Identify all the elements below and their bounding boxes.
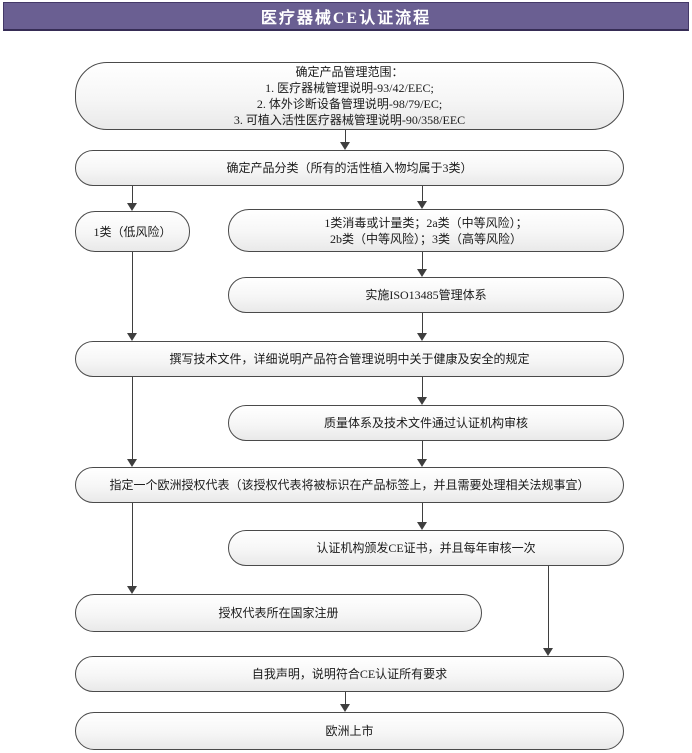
node-rep-label: 指定一个欧洲授权代表（该授权代表将被标识在产品标签上，并且需要处理相关法规事宜） [109, 478, 590, 492]
arrowhead-techfile-rep [127, 459, 137, 467]
node-rep: 指定一个欧洲授权代表（该授权代表将被标识在产品标签上，并且需要处理相关法规事宜） [75, 467, 624, 503]
arrowhead-rep-cert [417, 522, 427, 530]
node-declare-label: 自我声明，说明符合CE认证所有要求 [251, 667, 448, 681]
title-bar: 医疗器械CE认证流程 [3, 2, 689, 31]
connector-rep-register [132, 503, 133, 587]
arrowhead-classother-iso [417, 269, 427, 277]
arrowhead-classify-class1 [127, 203, 137, 211]
node-cert: 认证机构颁发CE证书，并且每年审核一次 [228, 530, 624, 566]
node-iso: 实施ISO13485管理体系 [228, 277, 624, 313]
connector-classify-classother [422, 186, 423, 202]
node-classify-label: 确定产品分类（所有的活性植入物均属于3类） [226, 161, 473, 175]
node-techfile-label: 撰写技术文件，详细说明产品符合管理说明中关于健康及安全的规定 [169, 352, 530, 366]
node-launch: 欧洲上市 [75, 712, 624, 750]
arrowhead-class1-techfile [127, 333, 137, 341]
connector-classother-iso [422, 252, 423, 270]
connector-audit-rep [422, 441, 423, 460]
node-audit: 质量体系及技术文件通过认证机构审核 [228, 405, 624, 441]
arrowhead-audit-rep [417, 459, 427, 467]
arrowhead-scope-classify [340, 142, 350, 150]
node-class1: 1类（低风险） [75, 211, 190, 252]
node-scope: 确定产品管理范围： 1. 医疗器械管理说明-93/42/EEC; 2. 体外诊断… [75, 62, 624, 130]
connector-techfile-audit [422, 377, 423, 398]
node-cert-label: 认证机构颁发CE证书，并且每年审核一次 [316, 541, 536, 555]
node-declare: 自我声明，说明符合CE认证所有要求 [75, 656, 624, 692]
node-class-other-line-1: 1类消毒或计量类；2a类（中等风险）； [324, 215, 528, 230]
connector-classify-class1 [132, 186, 133, 204]
arrowhead-cert-declare [543, 648, 553, 656]
arrowhead-declare-launch [340, 704, 350, 712]
arrowhead-techfile-audit [417, 397, 427, 405]
connector-class1-techfile [132, 252, 133, 334]
node-iso-label: 实施ISO13485管理体系 [365, 288, 487, 302]
node-launch-label: 欧洲上市 [325, 724, 374, 738]
node-register-label: 授权代表所在国家注册 [218, 606, 339, 620]
connector-techfile-rep [132, 377, 133, 460]
node-techfile: 撰写技术文件，详细说明产品符合管理说明中关于健康及安全的规定 [75, 341, 624, 377]
node-class-other: 1类消毒或计量类；2a类（中等风险）； 2b类（中等风险）；3类（高等风险） [228, 209, 624, 252]
node-classify: 确定产品分类（所有的活性植入物均属于3类） [75, 150, 624, 186]
arrowhead-iso-techfile [417, 333, 427, 341]
connector-declare-launch [345, 692, 346, 705]
arrowhead-rep-register [127, 586, 137, 594]
connector-scope-classify [345, 130, 346, 143]
connector-rep-cert [422, 503, 423, 523]
node-scope-line-1: 确定产品管理范围： [295, 65, 404, 79]
connector-iso-techfile [422, 313, 423, 334]
node-class-other-line-2: 2b类（中等风险）；3类（高等风险） [329, 231, 522, 246]
arrowhead-classify-classother [417, 201, 427, 209]
node-scope-line-3: 2. 体外诊断设备管理说明-98/79/EC; [256, 97, 443, 111]
node-scope-line-2: 1. 医疗器械管理说明-93/42/EEC; [265, 81, 434, 95]
connector-cert-declare [548, 566, 549, 649]
node-class1-label: 1类（低风险） [93, 224, 172, 239]
node-register: 授权代表所在国家注册 [75, 594, 482, 632]
node-audit-label: 质量体系及技术文件通过认证机构审核 [323, 416, 528, 430]
node-scope-line-4: 3. 可植入活性医疗器械管理说明-90/358/EEC [233, 113, 466, 127]
page-title: 医疗器械CE认证流程 [260, 10, 432, 27]
